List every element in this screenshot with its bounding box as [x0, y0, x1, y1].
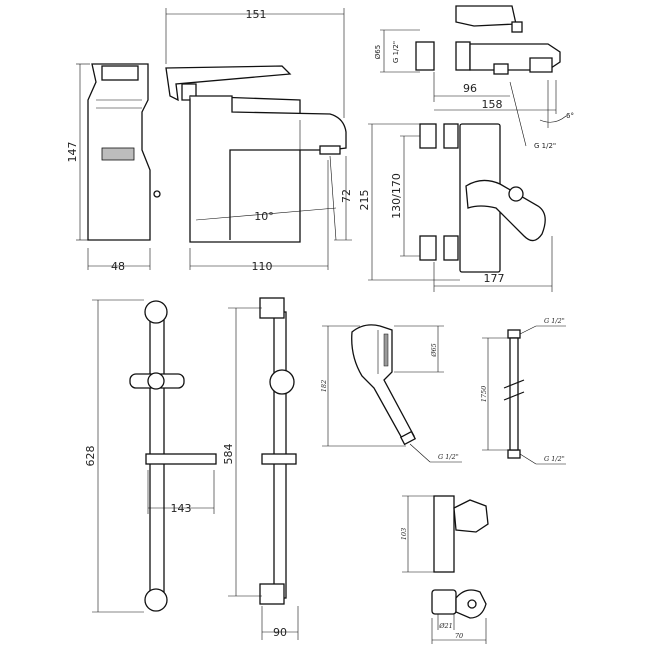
dim-bath-depth: 96 [463, 82, 477, 95]
shower-hose [503, 329, 525, 459]
dim-mixer-spout-height: 72 [340, 189, 353, 203]
dimension-holder-diameter: Ø21 [437, 614, 455, 630]
hand-shower [351, 324, 417, 446]
dim-rail-width: 143 [171, 502, 192, 515]
dim-hose-length: 1750 [480, 386, 488, 403]
dim-rail-side-depth: 90 [273, 626, 287, 639]
dimension-147: 147 [66, 63, 90, 241]
sliding-rail-front-view [129, 300, 217, 612]
dimension-151: 151 [165, 8, 345, 118]
dim-mixer-height: 147 [66, 142, 79, 163]
dim-holder-diameter: Ø21 [438, 622, 453, 630]
bath-mixer-front-view [419, 123, 546, 273]
dimension-130-170: 130/170 [390, 135, 420, 257]
dimension-g12-bottom: G 1/2" [509, 81, 556, 150]
dimension-6-degree: 6° [539, 80, 574, 128]
dimension-hose-thread-top: G 1/2" [519, 317, 566, 335]
dim-mixer-base-width: 48 [111, 260, 125, 273]
dimension-hand-thread: G 1/2" [409, 443, 462, 463]
dim-mixer-top-width: 151 [246, 8, 267, 21]
dimension-215: 215 [358, 123, 460, 281]
dim-holder-width: 70 [455, 632, 463, 640]
dimension-48: 48 [87, 248, 151, 273]
basin-mixer-front-view [87, 63, 161, 241]
dim-bath-width: 177 [484, 272, 505, 285]
dim-hose-thread-top: G 1/2" [544, 317, 565, 325]
dimension-holder-width: 70 [431, 618, 487, 644]
basin-mixer-side-view [165, 65, 347, 243]
bath-mixer-top-view [415, 5, 561, 75]
dim-bath-length: 158 [482, 98, 503, 111]
dim-rail-height: 628 [84, 446, 97, 467]
dim-bath-thread-bottom: G 1/2" [534, 142, 556, 150]
dimension-hose-thread-bottom: G 1/2" [519, 453, 566, 465]
dimension-143: 143 [147, 470, 215, 515]
dimension-96: 96 [433, 72, 510, 102]
dimension-177: 177 [433, 236, 553, 292]
dim-bath-centers: 130/170 [390, 173, 403, 219]
dim-rail-side-height: 584 [222, 444, 235, 465]
dim-hose-thread-bottom: G 1/2" [544, 455, 565, 463]
dim-mixer-base-length: 110 [252, 260, 273, 273]
sliding-rail-side-view [259, 297, 297, 605]
dimension-g12-top: G 1/2" Ø65 [374, 29, 420, 73]
dimension-hand-diameter: Ø65 [394, 325, 444, 373]
wall-holder [431, 495, 489, 619]
dimension-holder-height: 103 [400, 495, 434, 573]
dimension-hose-length: 1750 [480, 337, 508, 451]
dimension-90: 90 [261, 606, 299, 640]
dimension-158: 158 [434, 80, 557, 114]
dim-hand-diameter: Ø65 [430, 343, 438, 358]
dim-bath-angle: 6° [566, 112, 574, 120]
dimension-110: 110 [189, 160, 329, 273]
dim-hand-length: 182 [320, 380, 328, 392]
dimension-628: 628 [84, 299, 144, 613]
dim-hand-thread: G 1/2" [438, 453, 459, 461]
dimension-10-degree: 10° [195, 155, 337, 241]
dim-bath-thread: G 1/2" [392, 41, 400, 63]
dim-holder-height: 103 [400, 528, 408, 540]
dimension-584: 584 [222, 307, 262, 597]
dimension-72: 72 [334, 156, 353, 241]
dim-mixer-spout-angle: 10° [254, 210, 274, 223]
dim-bath-height: 215 [358, 190, 371, 211]
dimension-182: 182 [320, 325, 406, 447]
dim-bath-diameter: Ø65 [374, 45, 382, 59]
